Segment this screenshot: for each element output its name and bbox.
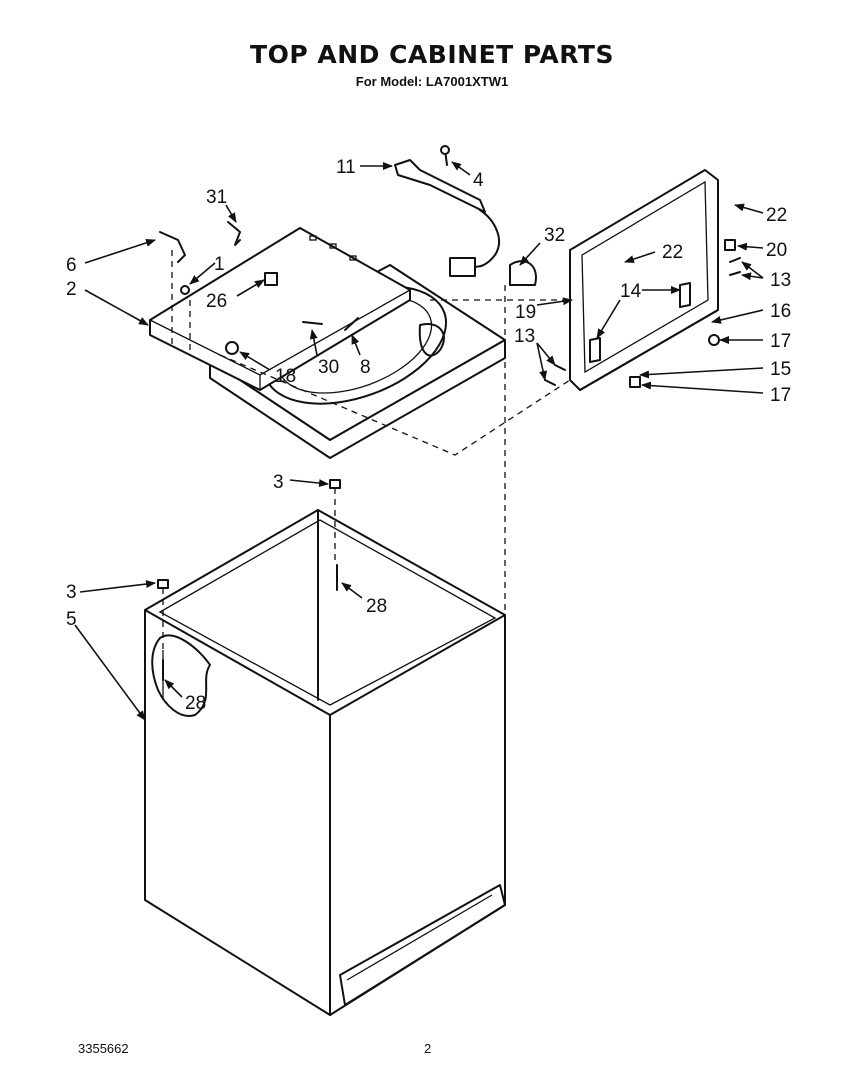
leader-arrows (74, 161, 764, 721)
callout-16: 16 (770, 301, 791, 322)
callout-labels: 11 4 31 6 1 2 26 30 8 18 32 22 22 20 13 … (66, 157, 791, 714)
model-subtitle: For Model: LA7001XTW1 (355, 74, 509, 89)
callout-22b: 22 (766, 205, 787, 226)
callout-18: 18 (275, 366, 296, 387)
callout-14: 14 (620, 281, 642, 302)
cabinet-part (144, 509, 506, 1016)
callout-6: 6 (66, 255, 77, 276)
callout-2: 2 (66, 279, 77, 300)
callout-32: 32 (544, 225, 565, 246)
lid-part (569, 169, 719, 391)
callout-5: 5 (66, 609, 77, 630)
callout-3a: 3 (273, 472, 284, 493)
callout-1: 1 (214, 254, 225, 275)
alignment-lines (162, 250, 571, 650)
callout-17b: 17 (770, 385, 791, 406)
callout-11: 11 (336, 157, 356, 178)
callout-8: 8 (360, 357, 371, 378)
callout-4: 4 (473, 170, 484, 191)
callout-20: 20 (766, 240, 787, 261)
callout-22a: 22 (662, 242, 683, 263)
callout-3b: 3 (66, 582, 77, 603)
page-number: 2 (424, 1041, 432, 1056)
callout-19: 19 (515, 302, 536, 323)
callout-15: 15 (770, 359, 791, 380)
callout-13a: 13 (770, 270, 791, 291)
callout-13b: 13 (514, 326, 535, 347)
callout-31: 31 (206, 187, 227, 208)
top-assembly-part (149, 227, 506, 459)
callout-28b: 28 (185, 693, 206, 714)
callout-30: 30 (318, 357, 339, 378)
document-number: 3355662 (78, 1041, 129, 1056)
callout-26: 26 (206, 291, 227, 312)
callout-28a: 28 (366, 596, 387, 617)
callout-17a: 17 (770, 331, 791, 352)
page-title: TOP AND CABINET PARTS (250, 40, 614, 69)
